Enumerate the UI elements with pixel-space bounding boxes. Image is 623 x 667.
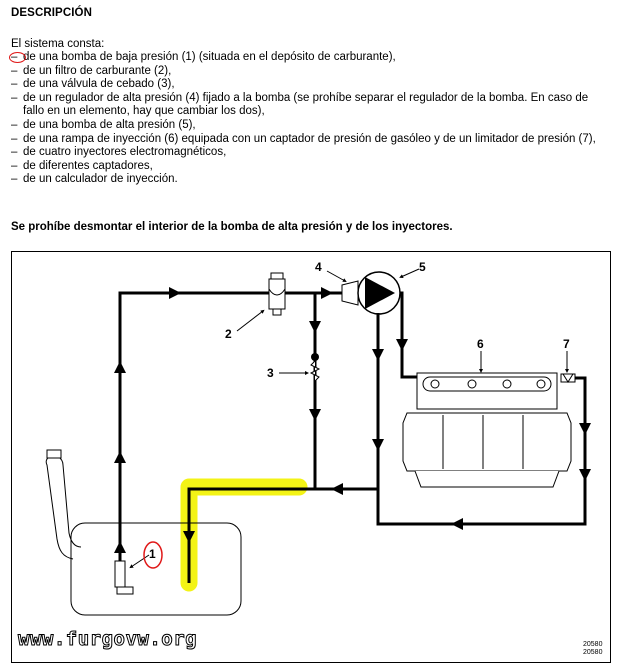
feed-line — [118, 291, 342, 561]
list-item: –de una válvula de cebado (3), — [11, 78, 175, 91]
red-circle-annotation — [9, 52, 26, 63]
pressure-limiter — [560, 373, 576, 383]
label-2: 2 — [225, 327, 232, 341]
watermark: www.furgovw.org — [17, 628, 198, 651]
pressure-regulator — [341, 280, 359, 306]
label-6: 6 — [477, 337, 484, 351]
tank-return-line — [187, 487, 378, 583]
section-heading: DESCRIPCIÓN — [11, 7, 92, 19]
list-item: –de un calculador de inyección. — [11, 173, 178, 186]
tank-filler-neck — [45, 456, 74, 560]
label-3: 3 — [267, 366, 274, 380]
label-4: 4 — [315, 260, 322, 274]
reference-code: 20580 20580 — [583, 641, 603, 656]
list-item: –de una rampa de inyección (6) equipada … — [11, 132, 596, 145]
diagram-frame — [11, 251, 611, 663]
list-item: –de un filtro de carburante (2), — [11, 64, 172, 77]
label-7: 7 — [563, 337, 570, 351]
list-item: –de un regulador de alta presión (4) fij… — [11, 91, 589, 118]
list-item: –de cuatro inyectores electromagnéticos, — [11, 146, 227, 159]
high-pressure-line — [400, 291, 417, 379]
fuel-system-diagram: 1 2 3 4 5 6 7 — [11, 251, 611, 663]
warning-text: Se prohíbe desmontar el interior de la b… — [11, 221, 453, 233]
list-item: –de diferentes captadores, — [11, 159, 153, 172]
engine-block — [402, 412, 572, 488]
highlight-return-line — [180, 478, 308, 592]
priming-valve — [311, 353, 319, 361]
fuel-tank — [70, 522, 242, 616]
list-item: –de una bomba de alta presión (5), — [11, 118, 196, 131]
label-5: 5 — [419, 260, 426, 274]
red-circle-annotation — [143, 541, 163, 569]
low-pressure-pump — [114, 560, 126, 588]
list-item: –de una bomba de baja presión (1) (situa… — [9, 51, 396, 63]
fuel-filter — [268, 278, 286, 310]
label-1: 1 — [149, 547, 156, 561]
intro-text: El sistema consta: — [11, 38, 105, 50]
rail-return-line — [376, 376, 587, 526]
component-list: –de una bomba de baja presión (1) (situa… — [9, 51, 611, 187]
